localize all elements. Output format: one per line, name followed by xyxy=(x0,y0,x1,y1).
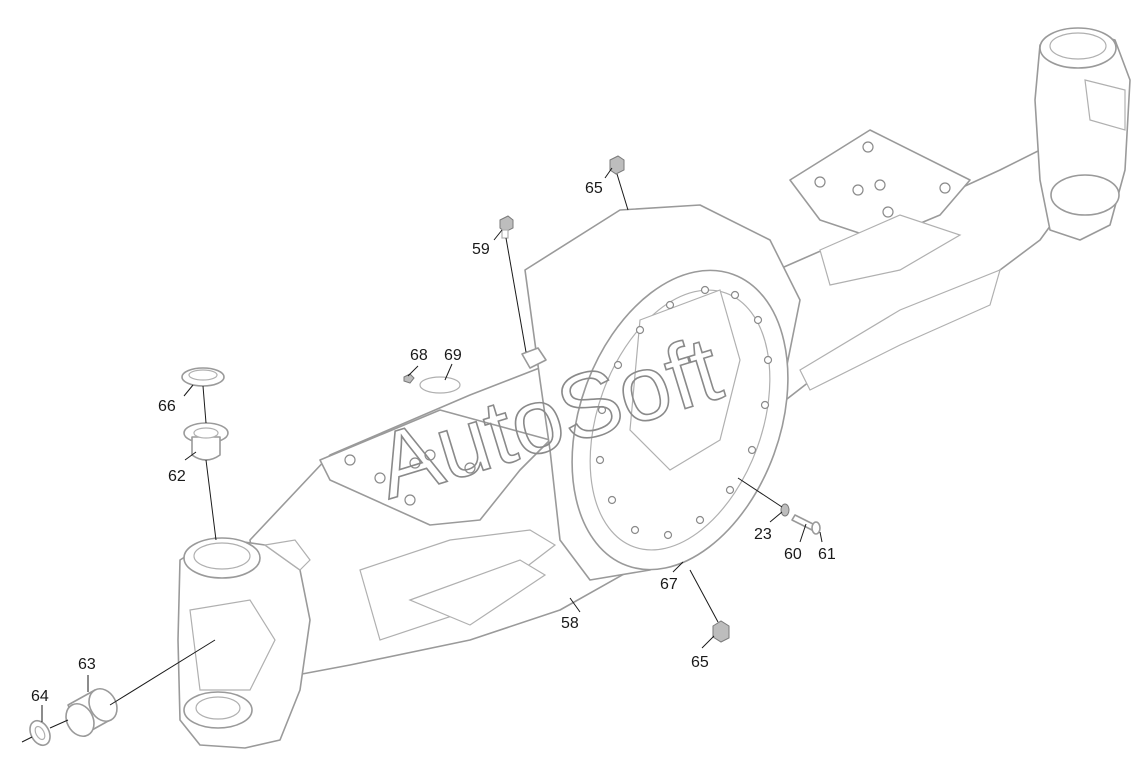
differential-bowl xyxy=(524,204,801,581)
assembly-lines xyxy=(21,173,783,743)
callout-61: 61 xyxy=(818,546,836,563)
callout-67: 67 xyxy=(660,576,678,593)
leader-lines xyxy=(41,167,823,722)
nut-65-bottom xyxy=(712,620,730,643)
callout-68: 68 xyxy=(410,347,428,364)
bolt-60-61 xyxy=(791,514,821,535)
bushing-62 xyxy=(183,422,229,461)
callout-69: 69 xyxy=(444,347,462,364)
callout-63: 63 xyxy=(78,656,96,673)
callout-58: 58 xyxy=(561,615,579,632)
plug-66 xyxy=(181,367,225,387)
callout-65-top: 65 xyxy=(585,180,603,197)
callout-60: 60 xyxy=(784,546,802,563)
callout-64: 64 xyxy=(31,688,49,705)
callout-65-bottom: 65 xyxy=(691,654,709,671)
seal-64 xyxy=(29,719,51,747)
washer-23 xyxy=(780,503,790,517)
plate-69 xyxy=(419,376,461,394)
callouts: 66 62 63 64 65 59 68 69 58 67 65 23 60 6… xyxy=(31,180,836,705)
boss-59-mount xyxy=(521,347,547,369)
nut-65-top xyxy=(609,155,625,175)
callout-59: 59 xyxy=(472,241,490,258)
right-axle-end xyxy=(1034,27,1131,241)
callout-66: 66 xyxy=(158,398,176,415)
left-axle-end xyxy=(177,537,311,749)
callout-62: 62 xyxy=(168,468,186,485)
bushing-63 xyxy=(65,687,118,738)
bolt-circle xyxy=(595,285,773,540)
bolt-59 xyxy=(499,215,514,239)
callout-23: 23 xyxy=(754,526,772,543)
